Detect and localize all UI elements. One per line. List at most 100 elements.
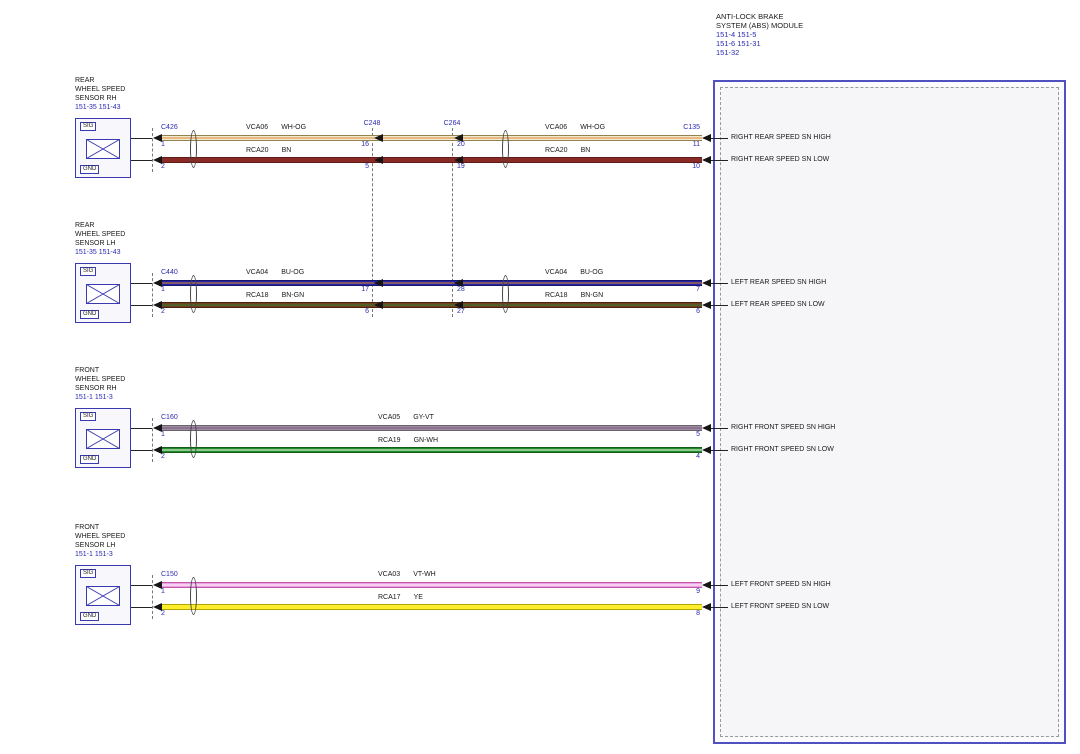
pin-number: 4 bbox=[696, 453, 700, 460]
twisted-pair-icon bbox=[190, 420, 197, 458]
circuit-label: VCA06 WH-OG bbox=[246, 124, 306, 132]
circuit-wire-high bbox=[159, 280, 702, 286]
connector-arrow-icon bbox=[374, 301, 383, 309]
wire-color-code: BN-GN bbox=[580, 292, 604, 299]
pin-number: 20 bbox=[457, 141, 465, 148]
connector-arrow-icon bbox=[374, 279, 383, 287]
sensor-name-line: SENSOR LH bbox=[75, 542, 116, 549]
module-signal-label: RIGHT FRONT SPEED SN HIGH bbox=[731, 424, 836, 431]
connector-arrow-icon bbox=[702, 156, 711, 164]
connector-arrow-icon bbox=[153, 581, 162, 589]
wire-color-code: WH-OG bbox=[580, 124, 606, 131]
connector-arrow-icon bbox=[702, 603, 711, 611]
inline-connector-line-c248 bbox=[372, 128, 373, 317]
wire-color-code: YE bbox=[413, 594, 423, 601]
sensor-page-refs[interactable]: 151-1 151-3 bbox=[75, 394, 113, 401]
pin-number: 5 bbox=[365, 163, 369, 170]
connector-id[interactable]: C150 bbox=[161, 571, 178, 578]
connector-id[interactable]: C264 bbox=[443, 120, 461, 127]
wire-color-code: GN-WH bbox=[413, 437, 439, 444]
circuit-number: RCA19 bbox=[378, 437, 401, 444]
circuit-number: RCA18 bbox=[246, 292, 269, 299]
wire-color-code: BN-GN bbox=[281, 292, 305, 299]
connector-arrow-icon bbox=[702, 581, 711, 589]
abs-module-header: ANTI-LOCK BRAKE SYSTEM (ABS) MODULE 151-… bbox=[716, 12, 803, 57]
sensor-box-rear-rh: SIG GND bbox=[75, 118, 131, 178]
circuit-number: RCA18 bbox=[545, 292, 568, 299]
connector-arrow-icon bbox=[153, 446, 162, 454]
sensor-page-refs[interactable]: 151-35 151-43 bbox=[75, 249, 121, 256]
twisted-pair-icon bbox=[190, 130, 197, 168]
pin-number: 17 bbox=[361, 286, 369, 293]
module-signal-label: LEFT FRONT SPEED SN LOW bbox=[731, 603, 830, 610]
abs-module-inner-dashed bbox=[720, 87, 1059, 737]
circuit-label: VCA03 VT-WH bbox=[378, 571, 436, 579]
wire-color-code: VT-WH bbox=[413, 571, 436, 578]
module-signal-label: RIGHT REAR SPEED SN LOW bbox=[731, 156, 830, 163]
sensor-name-line: WHEEL SPEED bbox=[75, 86, 126, 93]
connector-arrow-icon bbox=[702, 134, 711, 142]
connector-arrow-icon bbox=[454, 301, 463, 309]
gnd-label: GND bbox=[80, 612, 100, 621]
circuit-label: VCA05 GY-VT bbox=[378, 414, 434, 422]
sig-label: SIG bbox=[80, 569, 97, 578]
sensor-label-front-lh: FRONT WHEEL SPEED SENSOR LH 151-1 151-3 bbox=[75, 523, 125, 559]
module-pin-stub bbox=[711, 305, 728, 306]
pin-number: 11 bbox=[692, 141, 700, 148]
circuit-wire-high bbox=[159, 425, 702, 431]
wire-color-code: WH-OG bbox=[281, 124, 307, 131]
connector-arrow-icon bbox=[153, 424, 162, 432]
sensor-name-line: REAR bbox=[75, 77, 95, 84]
module-pin-stub bbox=[711, 283, 728, 284]
pin-number: 7 bbox=[696, 286, 700, 293]
sensor-box-front-rh: SIG GND bbox=[75, 408, 131, 468]
pin-number: 1 bbox=[161, 286, 165, 293]
connector-id[interactable]: C135 bbox=[683, 124, 700, 131]
sensor-name-line: SENSOR RH bbox=[75, 95, 117, 102]
pin-number: 28 bbox=[457, 286, 465, 293]
sensor-name-line: SENSOR LH bbox=[75, 240, 116, 247]
sensor-box-front-lh: SIG GND bbox=[75, 565, 131, 625]
connector-id[interactable]: C160 bbox=[161, 414, 178, 421]
page-ref[interactable]: 151-32 bbox=[716, 48, 740, 57]
sensor-connector-line bbox=[152, 273, 153, 317]
pin-number: 1 bbox=[161, 588, 165, 595]
gnd-label: GND bbox=[80, 310, 100, 319]
circuit-wire-low bbox=[159, 302, 702, 308]
module-pin-stub bbox=[711, 428, 728, 429]
connector-arrow-icon bbox=[454, 156, 463, 164]
wire-color-code: GY-VT bbox=[413, 414, 434, 421]
module-pin-stub bbox=[711, 607, 728, 608]
connector-id[interactable]: C440 bbox=[161, 269, 178, 276]
module-pin-stub bbox=[711, 450, 728, 451]
circuit-label: VCA04 BU-OG bbox=[246, 269, 304, 277]
sensor-name-line: WHEEL SPEED bbox=[75, 231, 126, 238]
module-pin-stub bbox=[711, 585, 728, 586]
wire-stub bbox=[131, 138, 152, 139]
wire-stub bbox=[131, 585, 152, 586]
circuit-label: VCA06 WH-OG bbox=[545, 124, 605, 132]
connector-id[interactable]: C248 bbox=[363, 120, 381, 127]
page-ref[interactable]: 151-4 151-5 bbox=[716, 30, 757, 39]
circuit-number: VCA04 bbox=[246, 269, 269, 276]
circuit-label: RCA20 BN bbox=[545, 147, 590, 155]
inline-connector-line-c264 bbox=[452, 128, 453, 317]
sensor-name-line: FRONT bbox=[75, 367, 100, 374]
connector-arrow-icon bbox=[454, 279, 463, 287]
sensor-page-refs[interactable]: 151-35 151-43 bbox=[75, 104, 121, 111]
abs-module-title: ANTI-LOCK BRAKE bbox=[716, 12, 784, 21]
sensor-connector-line bbox=[152, 418, 153, 462]
circuit-number: RCA17 bbox=[378, 594, 401, 601]
page-ref[interactable]: 151-6 151-31 bbox=[716, 39, 761, 48]
sensor-page-refs[interactable]: 151-1 151-3 bbox=[75, 551, 113, 558]
gnd-label: GND bbox=[80, 455, 100, 464]
circuit-number: VCA06 bbox=[545, 124, 568, 131]
gnd-label: GND bbox=[80, 165, 100, 174]
connector-arrow-icon bbox=[702, 446, 711, 454]
circuit-label: RCA18 BN-GN bbox=[246, 292, 304, 300]
pin-number: 9 bbox=[696, 588, 700, 595]
connector-id[interactable]: C426 bbox=[161, 124, 178, 131]
connector-arrow-icon bbox=[702, 424, 711, 432]
module-pin-stub bbox=[711, 160, 728, 161]
circuit-label: RCA17 YE bbox=[378, 594, 423, 602]
